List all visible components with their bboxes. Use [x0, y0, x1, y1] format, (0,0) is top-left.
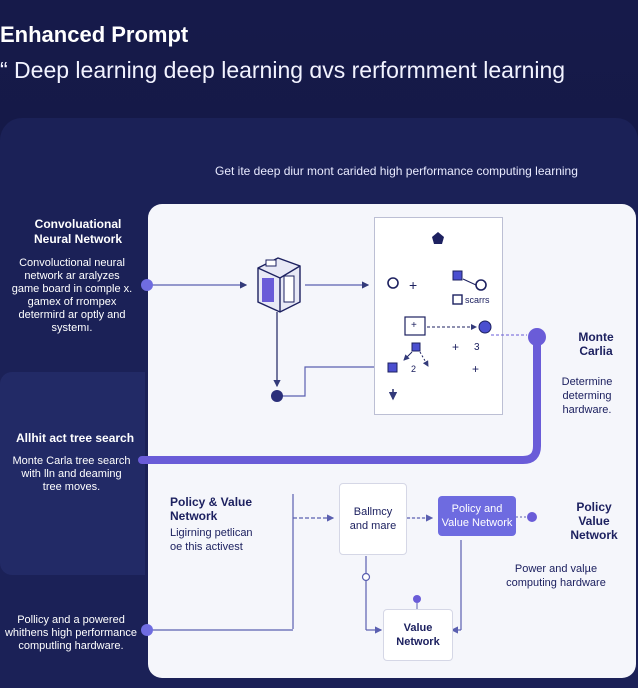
board-plus-4: +	[472, 362, 480, 376]
policy-description-left: Pollicy and a powered whithens high perf…	[4, 614, 138, 652]
board-circle-1	[387, 277, 399, 289]
board-label-2: 2	[411, 364, 417, 374]
monte-node	[528, 328, 546, 346]
value-top-node	[413, 595, 421, 603]
ballmcy-card-label: Ballmcy and mare	[349, 506, 397, 532]
left-lower-panel	[0, 372, 145, 575]
policy-value-description-right: Power and valµe computing hardware	[506, 563, 606, 589]
ballmcy-junction	[361, 572, 371, 582]
board-plus-2: +	[411, 320, 417, 331]
game-board-panel	[374, 217, 503, 415]
value-network-card: Value Network	[383, 609, 453, 661]
pentagon-icon	[432, 232, 444, 244]
mcts-description: Monte Carla tree search with lln and dea…	[12, 455, 131, 493]
tree-return-line	[283, 366, 374, 397]
board-branch-2	[419, 351, 429, 367]
board-focus-square	[404, 316, 426, 336]
board-branch-1	[403, 351, 413, 361]
policy-output-node	[527, 512, 537, 522]
policy-value-title-right: Policy Value Network	[570, 500, 618, 542]
mcts-title: Allhit act tree search	[16, 431, 135, 445]
cnn-input-node	[141, 279, 153, 291]
tree-node	[271, 390, 283, 402]
board-square-4	[387, 362, 398, 373]
cnn-block-icon	[257, 257, 301, 313]
board-label-3: 3	[474, 342, 480, 353]
diagram-subtitle: Get ite deep diur mont carided high perf…	[215, 164, 578, 178]
page-title: Enhanced Prompt	[0, 22, 189, 47]
prompt-text: “ Deep learning deep learning ɑvs rerfor…	[0, 57, 566, 83]
value-network-card-label: Value Network	[396, 622, 440, 648]
board-circle-2	[475, 279, 487, 291]
board-label-scarrs: scarrs	[465, 295, 490, 305]
board-square-3	[411, 342, 421, 352]
policy-value-title: Policy & Value Network	[170, 495, 253, 523]
cnn-title: Convoluational Neural Network	[33, 217, 123, 246]
cnn-description: Convoluctional neural network ar aralyze…	[11, 257, 133, 334]
board-square-1	[452, 270, 463, 281]
policy-value-description: Ligirning petlican oe this activest	[170, 527, 253, 553]
monte-carlia-title: Monte Carlia	[578, 330, 614, 358]
monte-carlia-description: Determine determing hardware.	[561, 376, 613, 416]
policy-value-network-card-label: Policy and Value Network	[441, 503, 513, 529]
board-square-2	[452, 294, 463, 305]
mcts-flow-path	[138, 331, 541, 464]
board-link	[462, 278, 477, 286]
ballmcy-card: Ballmcy and mare	[339, 483, 407, 555]
board-target-node	[478, 320, 492, 334]
board-plus-1: +	[409, 277, 418, 293]
policy-input-node	[141, 624, 153, 636]
policy-value-network-card: Policy and Value Network	[438, 496, 516, 536]
board-plus-3: +	[452, 340, 460, 354]
